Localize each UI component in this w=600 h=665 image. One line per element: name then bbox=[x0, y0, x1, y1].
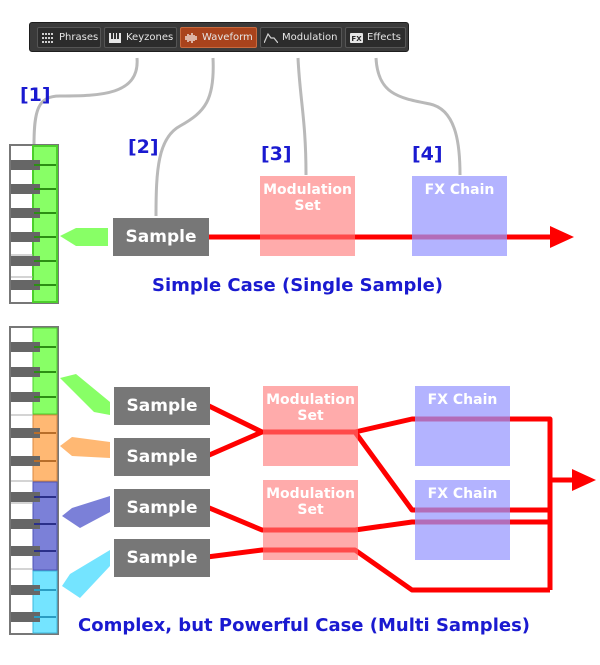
marker-2: [2] bbox=[128, 136, 159, 158]
callout-line-1 bbox=[32, 57, 139, 146]
zone-pointer-green bbox=[60, 374, 110, 415]
modulation-set-2: Modulation Set bbox=[263, 480, 358, 560]
modulation-label-line1: Modulation bbox=[263, 182, 352, 198]
fx-chain-simple: FX Chain bbox=[412, 176, 507, 256]
modulation-set-1: Modulation Set bbox=[263, 386, 358, 466]
modulation-label-line1: Modulation bbox=[266, 486, 355, 502]
modulation-label-line1: Modulation bbox=[266, 392, 355, 408]
zone-pointer-simple bbox=[60, 228, 108, 246]
sample-block-1: Sample bbox=[114, 387, 210, 425]
zone-pointer-orange bbox=[60, 437, 110, 458]
marker-3: [3] bbox=[261, 143, 292, 165]
zone-pointer-cyan bbox=[62, 550, 110, 598]
callout-line-4 bbox=[374, 57, 462, 176]
tab-keyzones[interactable]: Keyzones bbox=[104, 27, 177, 48]
svg-text:FX: FX bbox=[351, 35, 362, 43]
tab-effects[interactable]: FX Effects bbox=[345, 27, 406, 48]
zone-pointer-navy bbox=[62, 496, 110, 528]
sample-block-3: Sample bbox=[114, 489, 210, 527]
tab-modulation[interactable]: Modulation bbox=[260, 27, 342, 48]
marker-1: [1] bbox=[20, 84, 51, 106]
tab-label: Waveform bbox=[202, 31, 253, 43]
modulation-label-line2: Set bbox=[297, 408, 324, 424]
fx-chain-1: FX Chain bbox=[415, 386, 510, 466]
tab-label: Modulation bbox=[282, 31, 338, 43]
tab-label: Keyzones bbox=[126, 31, 174, 43]
caption-complex: Complex, but Powerful Case (Multi Sample… bbox=[78, 615, 531, 636]
sample-block-4: Sample bbox=[114, 539, 210, 577]
callout-line-3 bbox=[296, 57, 308, 176]
keyboard-simple bbox=[9, 144, 59, 304]
tab-label: Effects bbox=[367, 31, 401, 43]
sample-block-2: Sample bbox=[114, 438, 210, 476]
marker-4: [4] bbox=[412, 143, 443, 165]
sample-block-simple: Sample bbox=[113, 218, 209, 256]
grid-icon bbox=[41, 32, 55, 43]
envelope-icon bbox=[264, 32, 278, 43]
fx-chain-label: FX Chain bbox=[424, 182, 495, 198]
modulation-label-line2: Set bbox=[294, 198, 321, 214]
fx-chain-label: FX Chain bbox=[427, 486, 498, 502]
keyboard-complex bbox=[9, 326, 59, 635]
fx-icon: FX bbox=[349, 32, 363, 43]
modulation-label-line2: Set bbox=[297, 502, 324, 518]
modulation-set-simple: Modulation Set bbox=[260, 176, 355, 256]
output-arrow-complex bbox=[572, 469, 596, 491]
tab-phrases[interactable]: Phrases bbox=[37, 27, 101, 48]
fx-chain-label: FX Chain bbox=[427, 392, 498, 408]
caption-simple: Simple Case (Single Sample) bbox=[152, 275, 444, 296]
tab-waveform[interactable]: Waveform bbox=[180, 27, 257, 48]
piano-keys-icon bbox=[108, 32, 122, 43]
tab-bar: Phrases Keyzones Waveform Modulation FX … bbox=[29, 22, 409, 52]
fx-chain-2: FX Chain bbox=[415, 480, 510, 560]
waveform-icon bbox=[184, 32, 198, 43]
callout-lines bbox=[32, 57, 462, 217]
callout-line-2 bbox=[154, 57, 215, 217]
tab-label: Phrases bbox=[59, 31, 99, 43]
